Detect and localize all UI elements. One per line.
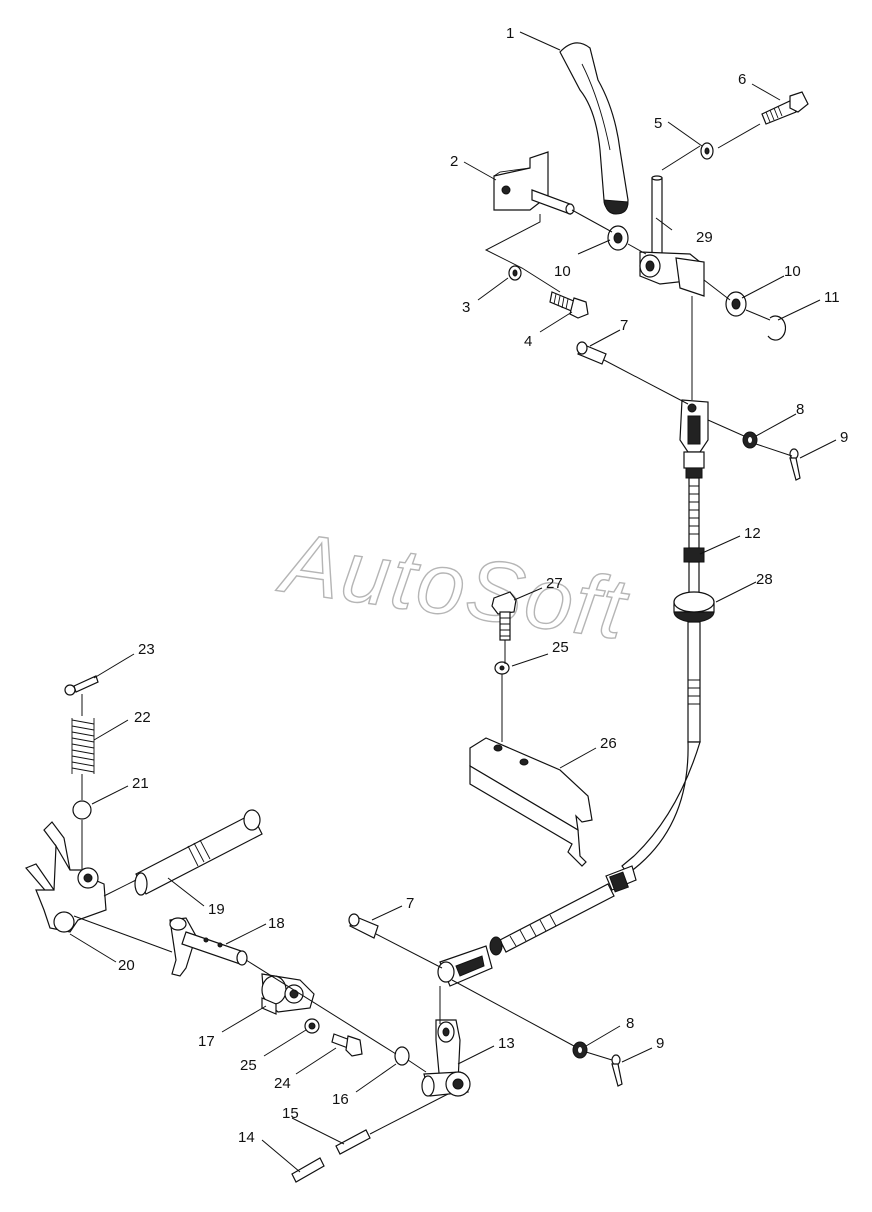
- callout-27: 27: [546, 575, 563, 592]
- callout-20: 20: [118, 957, 135, 974]
- callout-9-top: 9: [840, 429, 848, 446]
- washer-16: [394, 1046, 410, 1066]
- callout-26: 26: [600, 735, 617, 752]
- assembly-lines: [73, 123, 793, 1135]
- callout-22: 22: [134, 709, 151, 726]
- shift-arm: [421, 1019, 471, 1097]
- shift-lever-handle: [559, 42, 629, 215]
- snap-ring: [767, 315, 787, 341]
- callout-24: 24: [274, 1075, 291, 1092]
- hex-bolt-top: [549, 291, 589, 319]
- bracket-plate: [469, 737, 593, 867]
- callout-9-lower: 9: [656, 1035, 664, 1052]
- callout-16: 16: [332, 1091, 349, 1108]
- callout-25-top: 25: [552, 639, 569, 656]
- clevis-top: [679, 399, 709, 479]
- control-cable-lower: [437, 865, 637, 987]
- callout-21: 21: [132, 775, 149, 792]
- callout-14: 14: [238, 1129, 255, 1146]
- washer-8-lower-hole: [578, 1047, 582, 1053]
- shift-fork: [24, 821, 107, 933]
- detent-spring: [71, 718, 95, 774]
- selector-housing: [261, 973, 315, 1015]
- callout-8-lower: 8: [626, 1015, 634, 1032]
- washer-8-top-hole: [748, 437, 752, 443]
- cotter-pin-lower: [611, 1054, 623, 1087]
- callout-3: 3: [462, 299, 470, 316]
- washer-10-right-hole: [731, 298, 741, 310]
- callout-7-lower: 7: [406, 895, 414, 912]
- roll-pin-15: [335, 1129, 371, 1155]
- mounting-bracket: [493, 151, 575, 215]
- roll-pin-14: [291, 1157, 325, 1183]
- callout-8-top: 8: [796, 401, 804, 418]
- cap-screw: [761, 91, 809, 125]
- callout-7-top: 7: [620, 317, 628, 334]
- callout-17: 17: [198, 1033, 215, 1050]
- callout-28: 28: [756, 571, 773, 588]
- callout-numbers: 1 2 3 4 5 6 7 8 9 10 10 11 12 28 27 25 2…: [118, 25, 848, 1146]
- parts: [24, 42, 809, 1183]
- callout-5: 5: [654, 115, 662, 132]
- detent-ball: [72, 800, 92, 820]
- callout-19: 19: [208, 901, 225, 918]
- clevis-pin-lower: [348, 913, 379, 939]
- callout-25-lower: 25: [240, 1057, 257, 1074]
- selector-lever-shaft: [169, 917, 248, 977]
- washer-10-left-hole: [613, 232, 623, 244]
- lock-washer-top-hole: [512, 269, 518, 277]
- callout-12: 12: [744, 525, 761, 542]
- callout-15: 15: [282, 1105, 299, 1122]
- lock-washer-25-lower-hole: [308, 1022, 316, 1030]
- pin-23: [64, 675, 99, 696]
- callout-leaders: [69, 31, 837, 1173]
- watermark: AutoSoft: [272, 514, 634, 658]
- washer-5-hole: [704, 147, 710, 155]
- control-cable-rod: [621, 477, 715, 875]
- callout-6: 6: [738, 71, 746, 88]
- callout-1: 1: [506, 25, 514, 42]
- callout-11: 11: [824, 289, 840, 306]
- clevis-pin-top: [576, 341, 607, 365]
- shift-shaft: [134, 809, 263, 896]
- callout-10-right: 10: [784, 263, 801, 280]
- callout-4: 4: [524, 333, 532, 350]
- callout-2: 2: [450, 153, 458, 170]
- callout-18: 18: [268, 915, 285, 932]
- callout-13: 13: [498, 1035, 515, 1052]
- callout-23: 23: [138, 641, 155, 658]
- lock-washer-25-top-hole: [499, 665, 505, 671]
- lever-pivot-housing: [639, 251, 705, 297]
- hex-bolt-24: [331, 1033, 363, 1057]
- callout-29: 29: [696, 229, 713, 246]
- cotter-pin-top: [789, 448, 801, 481]
- callout-10-left: 10: [554, 263, 571, 280]
